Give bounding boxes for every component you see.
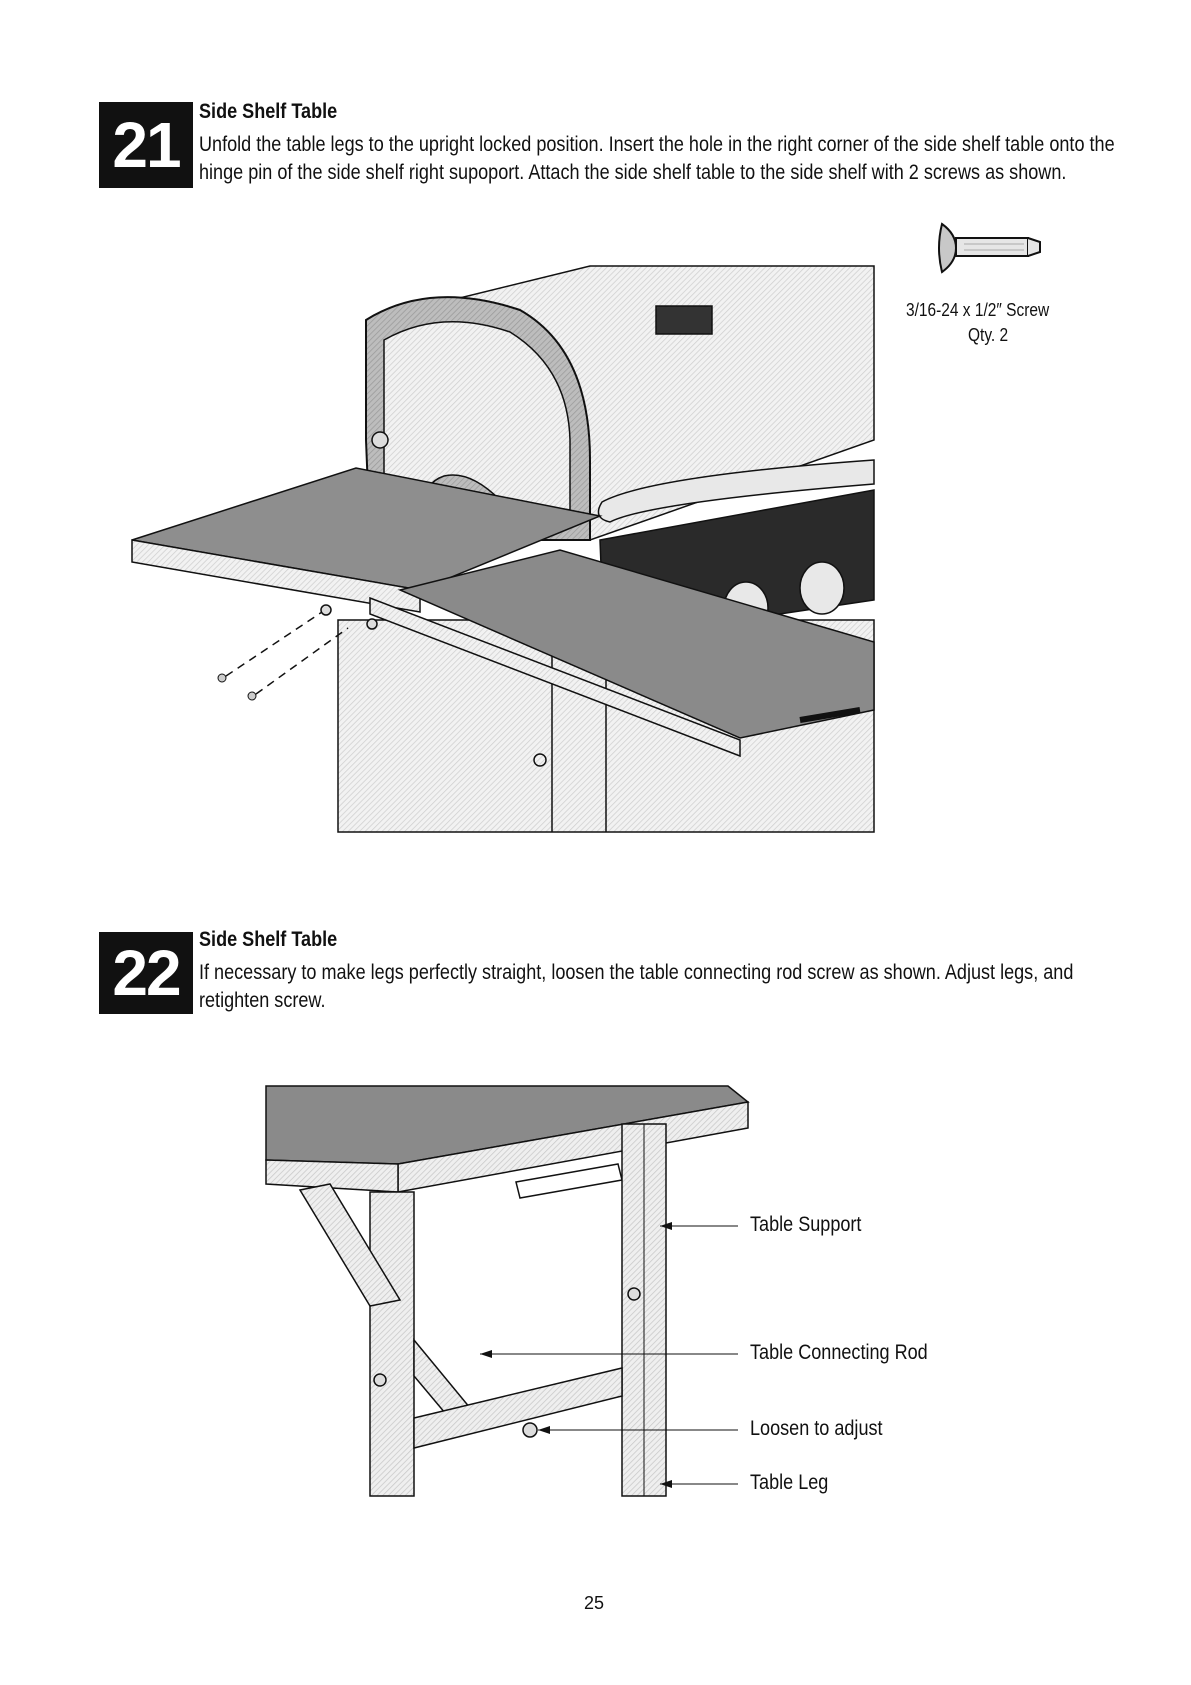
callout-table-support: Table Support [750, 1213, 862, 1236]
step-22-instructions: If necessary to make legs perfectly stra… [199, 961, 1074, 1012]
screw-spec-label: 3/16-24 x 1/2″ Screw [906, 300, 1050, 320]
grill-side-shelf-illustration [131, 265, 875, 833]
page-number: 25 [584, 1593, 605, 1613]
step-21-number: 21 [112, 109, 181, 181]
step-22-title: Side Shelf Table [199, 928, 338, 951]
callout-loosen-to-adjust: Loosen to adjust [750, 1417, 883, 1440]
step-21-instructions: Unfold the table legs to the upright loc… [199, 133, 1115, 184]
callout-table-leg: Table Leg [750, 1471, 829, 1494]
screw-quantity-label: Qty. 2 [968, 325, 1009, 345]
callout-table-connecting-rod: Table Connecting Rod [750, 1341, 928, 1364]
step-22-number: 22 [112, 937, 181, 1009]
step-21-badge: 21 [99, 102, 193, 188]
step-22-badge: 22 [99, 932, 193, 1014]
table-leg-illustration [265, 1085, 750, 1497]
screw-icon [938, 222, 1041, 274]
step-21-title: Side Shelf Table [199, 100, 338, 123]
